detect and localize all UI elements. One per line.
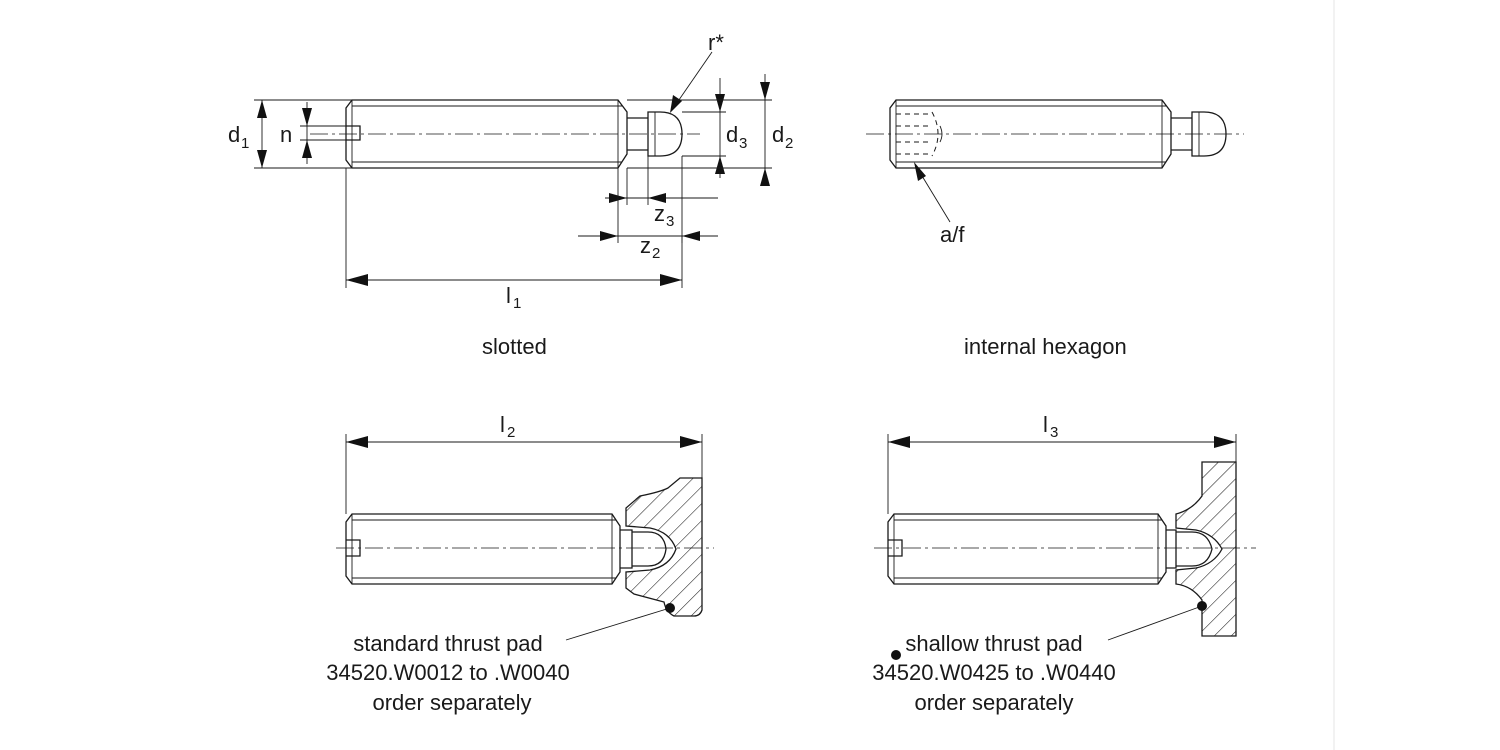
label-l2: l <box>500 412 505 437</box>
shallow-thrust-pad <box>1175 461 1237 637</box>
label-d1-sub: 1 <box>241 135 249 152</box>
slotted-screw-view: d 1 n r* d 3 d 2 z 3 <box>228 30 793 359</box>
standard-thrust-pad-view: l 2 standard thrust pad 34520.W0012 to .… <box>326 412 714 715</box>
label-d3-sub: 3 <box>739 135 747 152</box>
note-shallow-line2: 34520.W0425 to .W0440 <box>872 660 1115 685</box>
caption-slotted: slotted <box>482 334 547 359</box>
standard-thrust-pad <box>625 477 703 617</box>
label-z3: z <box>654 201 665 226</box>
screw-body-standard <box>345 513 621 585</box>
caption-hexagon: internal hexagon <box>964 334 1127 359</box>
label-l3-sub: 3 <box>1050 424 1058 441</box>
neck <box>627 117 648 151</box>
label-z2: z <box>640 233 651 258</box>
note-shallow-line1: shallow thrust pad <box>905 631 1082 656</box>
label-af: a/f <box>940 222 965 247</box>
label-l3: l <box>1043 412 1048 437</box>
label-l2-sub: 2 <box>507 424 515 441</box>
label-d2-sub: 2 <box>785 135 793 152</box>
label-z2-sub: 2 <box>652 245 660 262</box>
label-d3: d <box>726 122 738 147</box>
label-z3-sub: 3 <box>666 213 674 230</box>
note-standard-line2: 34520.W0012 to .W0040 <box>326 660 569 685</box>
shallow-thrust-pad-view: l 3 shallow thrust pad 34520.W0425 to .W… <box>872 412 1256 715</box>
note-standard-line1: standard thrust pad <box>353 631 543 656</box>
note-standard-line3: order separately <box>373 690 532 715</box>
label-r: r* <box>708 30 724 55</box>
label-n: n <box>280 122 292 147</box>
label-d1: d <box>228 122 240 147</box>
label-d2: d <box>772 122 784 147</box>
screw-body-shallow <box>887 513 1167 585</box>
slot <box>346 125 361 141</box>
label-l1: l <box>506 283 511 308</box>
hexagon-screw-view: a/f internal hexagon <box>866 99 1244 359</box>
label-l1-sub: 1 <box>513 295 521 312</box>
note-shallow-line3: order separately <box>915 690 1074 715</box>
